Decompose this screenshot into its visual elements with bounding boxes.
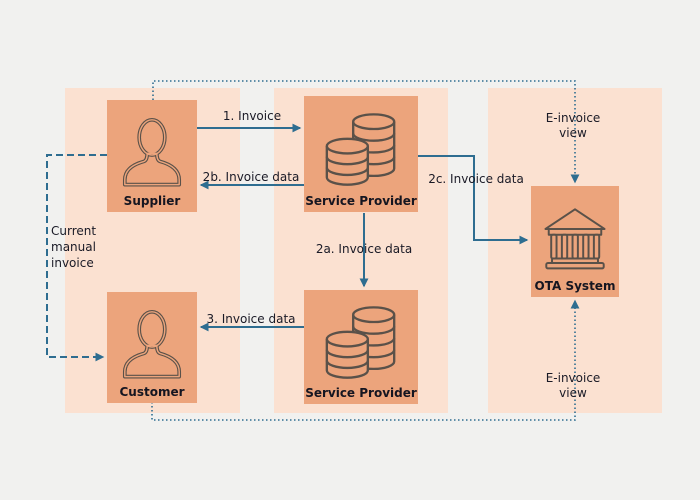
edge-label-invoice-2c: 2c. Invoice data <box>428 172 524 186</box>
person-icon <box>107 302 197 384</box>
node-service-provider-bottom: Service Provider <box>304 290 418 404</box>
node-service-provider-top-label: Service Provider <box>305 194 417 208</box>
node-customer: Customer <box>107 292 197 403</box>
node-customer-label: Customer <box>119 385 185 399</box>
person-icon <box>107 110 197 192</box>
edge-label-einvoice-view-bottom: E-invoice view <box>545 371 601 400</box>
bank-icon <box>531 206 619 270</box>
node-supplier: Supplier <box>107 100 197 212</box>
database-icon <box>304 109 418 191</box>
node-supplier-label: Supplier <box>123 194 181 208</box>
edge-label-invoice-2a: 2a. Invoice data <box>315 242 413 256</box>
node-service-provider-top: Service Provider <box>304 96 418 212</box>
node-service-provider-bottom-label: Service Provider <box>305 386 417 400</box>
edge-label-invoice-3: 3. Invoice data <box>206 312 296 326</box>
edge-label-invoice-1: 1. Invoice <box>222 109 282 123</box>
node-ota-system: OTA System <box>531 186 619 297</box>
edge-label-einvoice-view-top: E-invoice view <box>545 111 601 140</box>
database-icon <box>304 302 418 384</box>
edge-label-current-manual-invoice: Current manual invoice <box>51 224 97 270</box>
edge-label-invoice-2b: 2b. Invoice data <box>202 170 300 184</box>
node-ota-system-label: OTA System <box>534 279 616 293</box>
